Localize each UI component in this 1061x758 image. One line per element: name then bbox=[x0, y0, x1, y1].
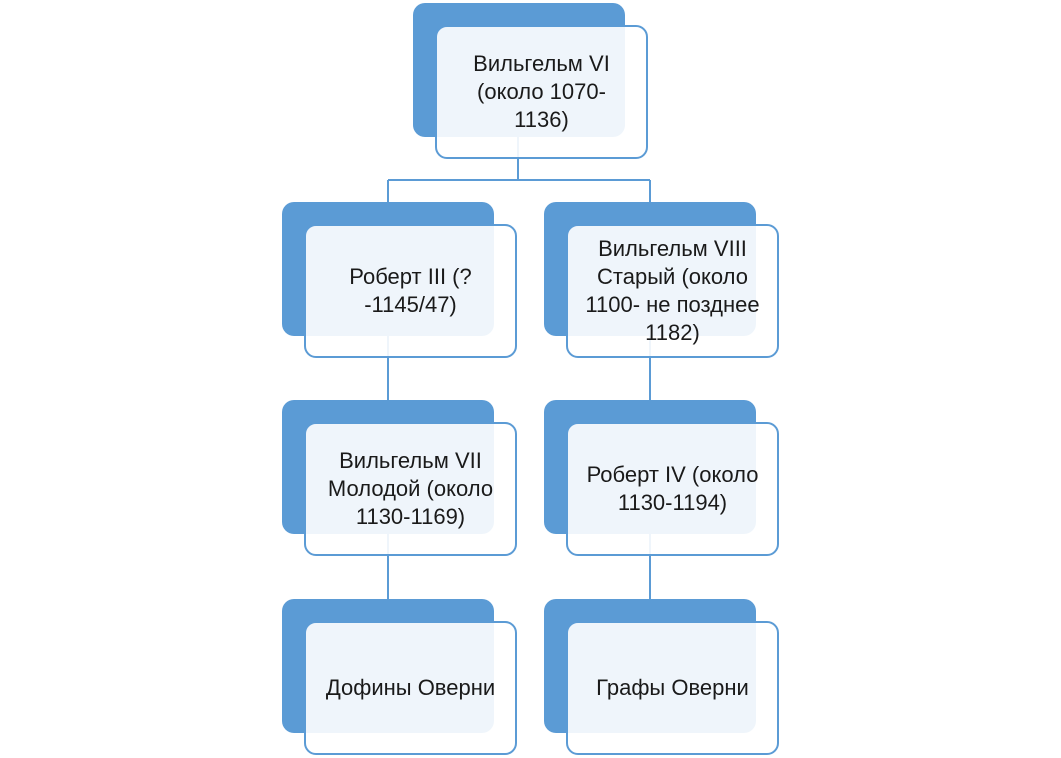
node-right-3: Графы Оверни bbox=[544, 599, 781, 757]
node-left-2-label: Вильгельм VII Молодой (около 1130-1169) bbox=[327, 448, 494, 529]
node-left-1-box: Роберт III (?-1145/47) bbox=[304, 224, 517, 358]
node-right-3-label: Графы Оверни bbox=[596, 675, 749, 700]
node-root-label: Вильгельм VI (около 1070-1136) bbox=[473, 51, 610, 132]
node-left-2: Вильгельм VII Молодой (около 1130-1169) bbox=[282, 400, 519, 558]
node-right-3-box: Графы Оверни bbox=[566, 621, 779, 755]
node-right-1: Вильгельм VIII Старый (около 1100- не по… bbox=[544, 202, 781, 360]
node-right-1-label: Вильгельм VIII Старый (около 1100- не по… bbox=[585, 236, 760, 345]
node-right-2: Роберт IV (около 1130-1194) bbox=[544, 400, 781, 558]
node-left-3: Дофины Оверни bbox=[282, 599, 519, 757]
node-right-2-label: Роберт IV (около 1130-1194) bbox=[586, 462, 759, 515]
node-root-box: Вильгельм VI (около 1070-1136) bbox=[435, 25, 648, 159]
node-left-3-label: Дофины Оверни bbox=[325, 675, 496, 700]
node-root: Вильгельм VI (около 1070-1136) bbox=[413, 3, 650, 161]
node-right-1-box: Вильгельм VIII Старый (около 1100- не по… bbox=[566, 224, 779, 358]
node-left-1-label: Роберт III (?-1145/47) bbox=[349, 264, 472, 317]
node-left-2-box: Вильгельм VII Молодой (около 1130-1169) bbox=[304, 422, 517, 556]
node-left-3-box: Дофины Оверни bbox=[304, 621, 517, 755]
node-left-1: Роберт III (?-1145/47) bbox=[282, 202, 519, 360]
node-right-2-box: Роберт IV (около 1130-1194) bbox=[566, 422, 779, 556]
